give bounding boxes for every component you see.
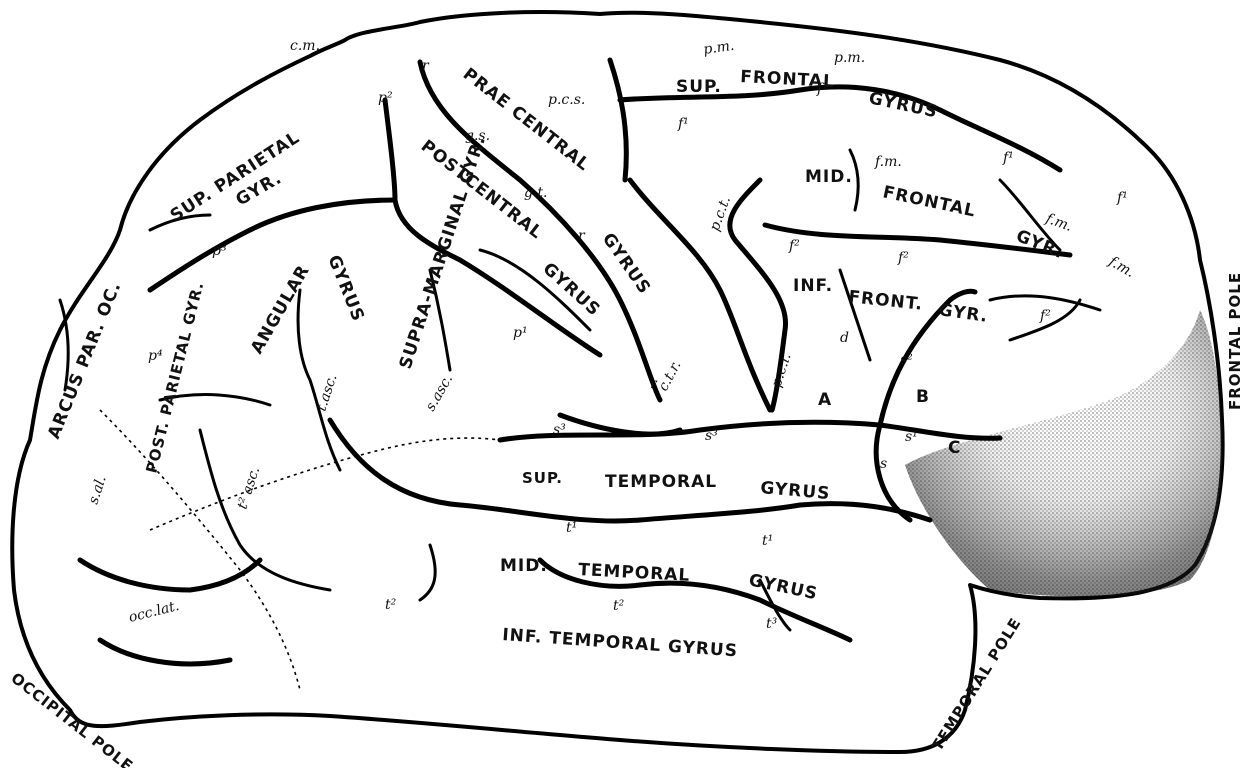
abbr-fm-3: f.m. (1105, 253, 1137, 281)
minor-sulci (58, 148, 1102, 632)
abbr-t1-b: t¹ (762, 533, 773, 549)
abbr-p2: p² (378, 90, 393, 106)
abbr-t2asc: t² asc. (235, 465, 264, 511)
abbr-pci: p.c.i. (769, 351, 795, 389)
lateral-occipital (77, 557, 263, 593)
abbr-pm-2: p.m. (834, 50, 865, 66)
inf-precentral (727, 177, 789, 413)
label-angular-gyrus: GYRUS (323, 252, 368, 324)
sup-temporal-sulcus (327, 412, 933, 524)
abbr-d: d (840, 330, 849, 346)
abbr-f2-b: f² (897, 250, 909, 266)
abbr-p3: p³ (212, 243, 227, 259)
inf-frontal-sulcus (762, 222, 1073, 258)
label-inf-frontal-3: GYR. (937, 300, 989, 327)
label-occipital-pole: OCCIPITAL POLE (8, 669, 137, 768)
abbr-f1-d: f¹ (1116, 190, 1128, 206)
label-post-parietal: POST. PARIETAL GYR. (142, 280, 207, 475)
abbr-p4: p⁴ (148, 348, 163, 364)
sylvian-ascending (877, 288, 978, 428)
label-arcus: ARCUS PAR. OC. (44, 279, 125, 442)
abbr-sal: s.al. (86, 474, 110, 506)
abbr-t2-a: t² (385, 597, 397, 613)
abbr-r-3: r (650, 376, 658, 392)
orbital-shading-gradient (905, 310, 1222, 597)
label-region-c: C (948, 438, 961, 458)
label-sup-parietal-1: SUP. PARIETAL (167, 128, 304, 227)
label-sup-temporal-3: GYRUS (760, 478, 832, 504)
label-inf-frontal-1: INF. (793, 276, 833, 296)
sulci-lines (77, 57, 1073, 667)
abbr-tasc: t.asc. (314, 372, 341, 413)
abbr-fm-1: f.m. (874, 154, 902, 170)
label-praecentral-gyrus: GYRUS (598, 229, 655, 298)
label-angular: ANGULAR (247, 262, 314, 358)
occipital-lower (97, 637, 233, 667)
abbr-fm-2: f.m. (1043, 210, 1075, 235)
abbr-s2: s² (900, 352, 913, 368)
abbr-p1: p¹ (513, 325, 528, 341)
label-sup-frontal-1: SUP. (676, 77, 722, 97)
dotted-occipital (99, 409, 301, 691)
abbr-r-1: r (422, 58, 430, 74)
abbr-f1-a: f¹ (816, 81, 828, 97)
dotted-boundaries (99, 409, 501, 691)
abbr-occ-lat: occ.lat. (127, 598, 181, 626)
abbr-s3-b: s³ (705, 428, 718, 444)
label-mid-temporal-1: MID. (500, 556, 548, 576)
sup-frontal-sulcus (617, 84, 1063, 173)
label-frontal-pole: FRONTAL POLE (1226, 272, 1244, 410)
abbr-f1-c: f¹ (1002, 150, 1014, 166)
abbr-t3: t³ (766, 616, 778, 632)
abbr-pcs: p.c.s. (548, 92, 585, 108)
label-region-a: A (818, 390, 832, 410)
abbr-ctr: c.t.r. (655, 358, 684, 394)
abbr-s1: s¹ (905, 429, 918, 445)
label-mid-frontal-1: MID. (805, 167, 853, 187)
label-sup-frontal-2: FRONTAL (740, 67, 836, 92)
abbr-f1-b: f¹ (677, 116, 689, 132)
abbr-r-2: r (578, 228, 586, 244)
abbr-s3-a: s³ (553, 422, 566, 438)
precentral-sulcus (607, 57, 773, 413)
abbr-pm-1: p.m. (702, 38, 735, 58)
label-region-b: B (916, 387, 930, 407)
abbr-gs: g.s. (465, 128, 490, 144)
postcentral-sulcus (382, 97, 603, 358)
label-inf-temporal: INF. TEMPORAL GYRUS (502, 625, 739, 661)
dotted-parieto-temporal (149, 437, 501, 531)
label-sup-temporal-1: SUP. (522, 469, 563, 487)
abbr-s: s (880, 456, 887, 472)
label-mid-frontal-3: GYR. (1013, 226, 1067, 263)
intraparietal-sulcus (147, 197, 398, 293)
abbr-f2-c: f² (1039, 308, 1051, 324)
brain-outline (10, 10, 1225, 754)
abbr-t2-b: t² (613, 598, 625, 614)
abbr-gt: g.t. (524, 185, 548, 201)
label-inf-frontal-2: FRONT. (847, 287, 924, 315)
abbr-f2-a: f² (788, 238, 800, 254)
label-sup-temporal-2: TEMPORAL (605, 472, 717, 492)
label-mid-frontal-2: FRONTAL (881, 182, 978, 221)
abbr-t1-a: t¹ (566, 520, 577, 536)
mid-temporal-sulcus (537, 557, 853, 643)
sylvian-fissure (497, 419, 1003, 443)
abbr-cm: c.m. (290, 38, 320, 54)
abbr-sasc: s.asc. (423, 372, 457, 414)
central-sulcus (417, 59, 663, 403)
